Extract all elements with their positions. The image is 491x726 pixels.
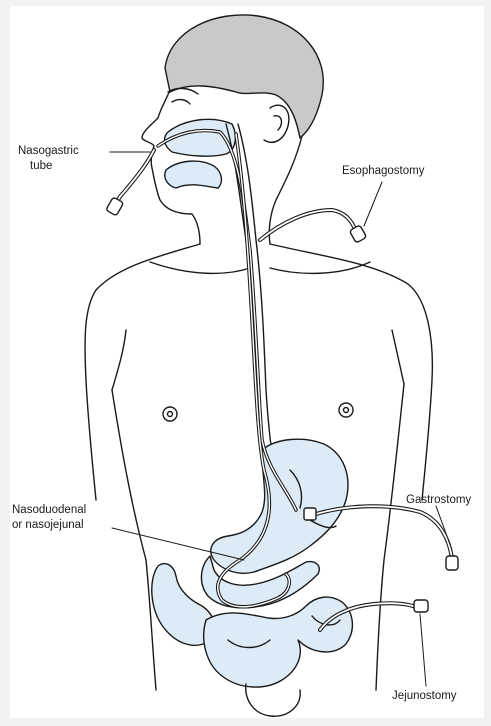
leader-jejunostomy: [420, 614, 426, 686]
chest-line: [150, 262, 250, 273]
right-armpit: [392, 330, 404, 384]
left-armpit: [112, 330, 126, 390]
colon-loops: [204, 597, 353, 687]
label-nasogastric-tube-line2: tube: [30, 160, 52, 173]
stomach: [211, 439, 348, 573]
leader-esophagostomy: [364, 182, 382, 226]
esophagus-right: [238, 124, 272, 452]
nasogastric-tube-tip: [106, 197, 124, 216]
shoulders-arms: [85, 244, 200, 500]
eye: [172, 100, 190, 104]
esophagostomy-tube-tip: [349, 225, 366, 243]
hair: [165, 15, 323, 138]
gastrostomy-tube-tip: [446, 556, 458, 570]
ear: [264, 105, 289, 142]
label-nasogastric-tube: Nasogastric: [18, 145, 79, 158]
label-gastrostomy: Gastrostomy: [406, 494, 471, 507]
label-jejunostomy: Jejunostomy: [392, 690, 457, 703]
label-nasojejunal: or nasojejunal: [12, 519, 84, 532]
gastrostomy-port: [304, 508, 316, 520]
left-nipple: [163, 407, 177, 421]
label-esophagostomy: Esophagostomy: [342, 165, 424, 178]
label-nasoduodenal: Nasoduodenal: [12, 504, 86, 517]
right-nipple: [339, 403, 353, 417]
jejunostomy-tube-tip: [414, 600, 428, 612]
oral-cavity: [165, 161, 222, 188]
